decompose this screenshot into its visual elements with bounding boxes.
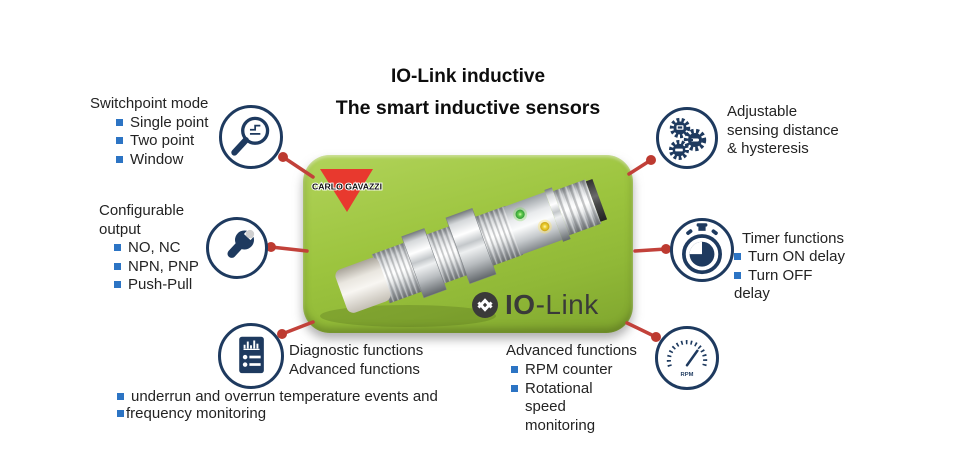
list-item: frequency monitoring	[117, 405, 438, 422]
list-item: underrun and overrun temperature events …	[117, 388, 438, 405]
feature-heading: Switchpoint mode	[90, 95, 209, 112]
feature-heading: Timer functions	[742, 230, 844, 247]
feature-advanced-heading: Advanced functions	[506, 342, 637, 361]
feature-diagnostic-items: underrun and overrun temperature events …	[117, 388, 438, 422]
report-icon	[239, 336, 264, 374]
feature-advanced-items: RPM counter Rotational speed monitoring	[511, 361, 635, 435]
feature-configurable-output: Configurable output NO, NC NPN, PNP Push…	[99, 202, 199, 295]
timer-icon-circle	[670, 218, 734, 282]
page-title: IO-Link inductive The smart inductive se…	[278, 66, 658, 120]
title-line1: IO-Link inductive	[390, 66, 546, 87]
feature-heading: Advanced functions	[289, 360, 420, 378]
list-item: NPN, PNP	[114, 258, 199, 277]
list-item: Push-Pull	[114, 276, 199, 295]
rpm-gauge-label: RPM	[681, 372, 694, 378]
list-item: Rotational speed monitoring	[511, 380, 635, 436]
feature-line: & hysteresis	[727, 140, 809, 157]
configurable-icon-circle	[206, 217, 268, 279]
iolink-logo-text: IO-Link	[505, 291, 599, 319]
feature-line: Adjustable	[727, 103, 798, 120]
stopwatch-icon	[682, 223, 722, 275]
feature-timer-heading: Timer functions	[742, 230, 844, 249]
feature-switchpoint: Switchpoint mode Single point Two point …	[90, 95, 208, 169]
feature-line: sensing distance	[727, 121, 839, 139]
list-item: Two point	[116, 132, 208, 151]
list-item: Window	[116, 151, 208, 170]
iolink-logo-bold: IO	[505, 289, 536, 320]
gauge-icon: RPM	[666, 340, 708, 378]
advanced-icon-circle: RPM	[655, 326, 719, 390]
iolink-logo: IO-Link	[471, 291, 599, 319]
gears-icon	[669, 117, 707, 160]
iolink-arrows-icon	[472, 292, 498, 318]
feature-adjustable: Adjustable sensing distance & hysteresis	[727, 103, 839, 159]
list-item: NO, NC	[114, 239, 199, 258]
list-item: Single point	[116, 114, 208, 133]
feature-heading: Advanced functions	[506, 342, 637, 359]
title-line2: The smart inductive sensors	[335, 97, 601, 119]
diagnostic-icon-circle	[218, 323, 284, 389]
feature-heading: Diagnostic functions	[289, 342, 424, 359]
magnifier-icon	[231, 116, 270, 156]
list-item: Turn OFF delay	[734, 267, 831, 304]
feature-heading: Configurable output	[99, 202, 185, 238]
adjustable-icon-circle	[656, 107, 718, 169]
list-item: Turn ON delay	[734, 248, 845, 267]
list-item: RPM counter	[511, 361, 635, 380]
feature-timer-items: Turn ON delay Turn OFF delay	[734, 248, 845, 304]
wrench-icon	[227, 225, 259, 258]
switchpoint-icon-circle	[219, 105, 283, 169]
feature-diagnostic-heading: Diagnostic functions Advanced functions	[289, 342, 423, 379]
iolink-logo-rest: -Link	[535, 289, 599, 320]
